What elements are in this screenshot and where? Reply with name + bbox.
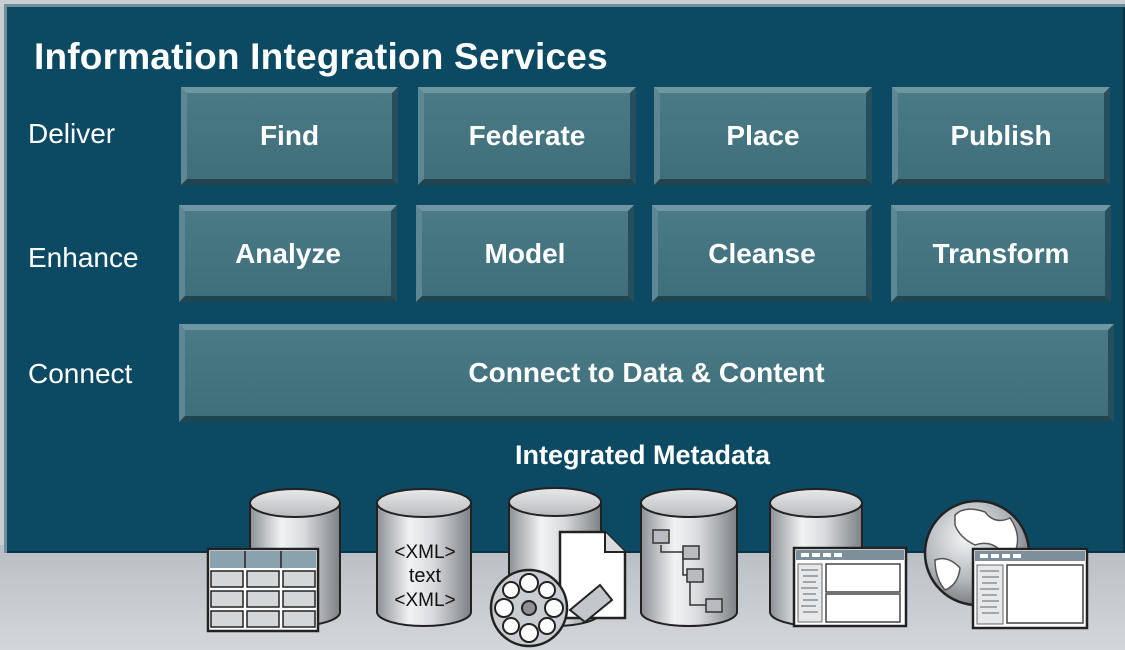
box-cleanse: Cleanse xyxy=(652,205,872,302)
box-analyze: Analyze xyxy=(179,205,397,302)
xml-line-3: <XML> xyxy=(394,590,455,611)
row-label-enhance: Enhance xyxy=(28,242,139,273)
box-federate: Federate xyxy=(418,87,636,185)
application-database-icon xyxy=(769,488,908,628)
web-globe-icon xyxy=(923,499,1089,630)
hierarchy-database-icon xyxy=(640,488,738,627)
box-place: Place xyxy=(654,87,872,185)
xml-line-1: <XML> xyxy=(394,542,455,563)
box-transform: Transform xyxy=(891,205,1111,302)
xml-database-icon: <XML> text <XML> xyxy=(376,488,472,627)
box-publish: Publish xyxy=(892,87,1110,185)
media-database-icon xyxy=(489,487,627,648)
box-model: Model xyxy=(416,205,634,302)
box-connect-data-content: Connect to Data & Content xyxy=(179,324,1114,422)
row-label-connect: Connect xyxy=(28,358,133,389)
table-database-icon xyxy=(206,488,341,633)
diagram-title: Information Integration Services xyxy=(34,36,608,77)
xml-line-2: text xyxy=(409,565,442,587)
box-find: Find xyxy=(181,87,398,185)
integrated-metadata-text: Integrated Metadata xyxy=(514,440,771,470)
integrated-metadata-label: Integrated Metadata xyxy=(0,440,1125,471)
row-label-deliver: Deliver xyxy=(28,118,116,149)
